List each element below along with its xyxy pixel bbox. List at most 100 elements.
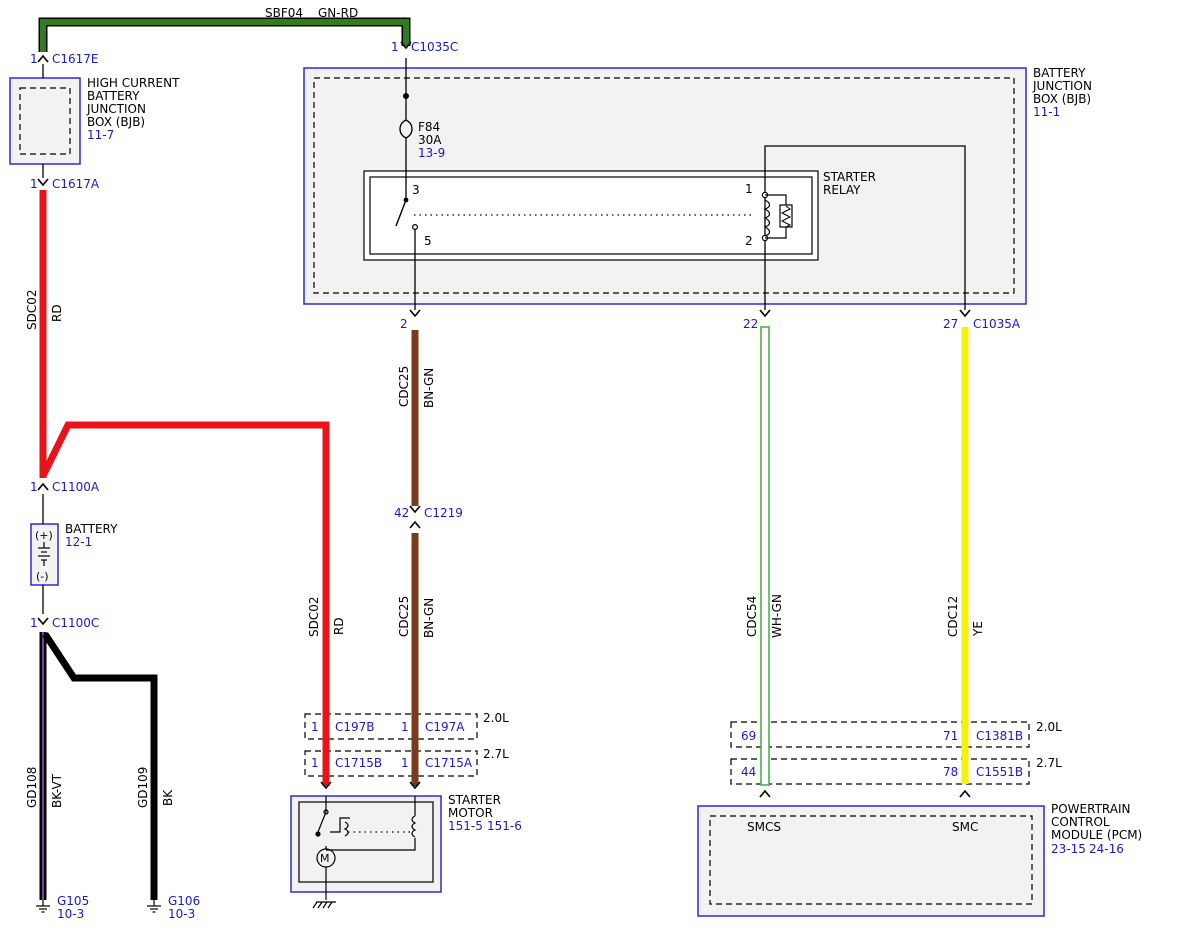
motor-row20-engine: 2.0L: [483, 711, 509, 725]
starter-motor-ground: [312, 901, 336, 909]
c1617a-name: C1617A: [52, 177, 100, 191]
pcm-ref-2: 24-16: [1089, 842, 1124, 856]
c1035a-pin-2: 2: [400, 317, 408, 331]
starter-motor-m: M: [320, 852, 330, 865]
cdc25-lower-color: BN-GN: [422, 598, 436, 638]
bjb-label-3: BOX (BJB): [1033, 92, 1091, 106]
c1219-pin: 42: [394, 506, 409, 520]
fuse-node: [403, 93, 409, 99]
fuse-ref: 13-9: [418, 146, 445, 160]
gd108-color: BK-VT: [50, 773, 64, 808]
starter-motor-label-1: STARTER: [448, 793, 501, 807]
chevron-c1035c: [400, 41, 412, 50]
pcm-conn-2-0-box: [730, 721, 1030, 748]
hcbjb-inner: [19, 87, 71, 155]
chevron-c1035a-2: [409, 309, 421, 318]
sdc02-lower-color: RD: [332, 617, 346, 635]
battery-label: BATTERY: [65, 522, 118, 536]
wire-sdc02-branch: [39, 421, 330, 786]
c1100a-pin: 1: [30, 480, 38, 494]
motor-conn-2-7-box: [304, 750, 478, 777]
motor-conn-2-0-box: [304, 713, 478, 740]
wire-sbf04: [38, 17, 411, 52]
sdc02-lower-circuit: SDC02: [307, 596, 321, 637]
motor-row27-name-a: C1715B: [335, 756, 382, 770]
hcbjb-label-1: HIGH CURRENT: [87, 76, 180, 90]
sbf04-circuit-label: SBF04: [265, 6, 303, 20]
pcm-row20-name: C1381B: [976, 729, 1023, 743]
chevron-c1219-top: [409, 505, 421, 514]
motor-row20-name-b: C197A: [425, 720, 465, 734]
sdc02-upper-circuit: SDC02: [25, 289, 39, 330]
relay-label-2: RELAY: [823, 183, 861, 197]
gd108-circuit: GD108: [25, 767, 39, 808]
gd109-color: BK: [161, 789, 175, 806]
wire-sbf04-core: [40, 19, 409, 52]
pcm-label-1: POWERTRAIN: [1051, 802, 1131, 816]
wire-gd109: [42, 632, 158, 900]
cdc25-upper-color: BN-GN: [422, 368, 436, 408]
c1100a-name: C1100A: [52, 480, 100, 494]
pcm-row27-name: C1551B: [976, 765, 1023, 779]
pcm-row20-pin-a: 69: [741, 729, 756, 743]
starter-motor-internals: [315, 796, 417, 900]
sbf04-color-label: GN-RD: [318, 6, 358, 20]
connector-chevrons: [37, 41, 971, 798]
pcm-pin-smc: SMC: [952, 820, 978, 834]
pcm-row27-pin-a: 44: [741, 765, 756, 779]
chevron-pcm-smcs: [759, 789, 771, 798]
cdc25-upper-circuit: CDC25: [397, 366, 411, 407]
cdc25-lower-circuit: CDC25: [397, 596, 411, 637]
motor-row27-pin-a: 1: [311, 756, 319, 770]
motor-row27-engine: 2.7L: [483, 747, 509, 761]
battery-neg: (-): [36, 570, 49, 583]
c1617e-pin: 1: [30, 52, 38, 66]
motor-row20-name-a: C197B: [335, 720, 375, 734]
battery-pos: (+): [35, 529, 53, 542]
hcbjb-label-3: JUNCTION: [86, 102, 146, 116]
chevron-c1617e: [37, 54, 49, 63]
fuse-name: F84: [418, 120, 440, 134]
pcm-ref-1: 23-15: [1051, 842, 1086, 856]
fuse-rating: 30A: [418, 133, 442, 147]
battery-box: [30, 523, 59, 586]
gd109-circuit: GD109: [136, 767, 150, 808]
relay-resistor-zigzag: [780, 205, 792, 228]
motor-row20-pin-b: 1: [401, 720, 409, 734]
hcbjb-label-4: BOX (BJB): [87, 115, 145, 129]
c1219-name: C1219: [424, 506, 463, 520]
pcm-conn-2-7-box: [730, 758, 1030, 785]
chevron-motor-sdc02: [320, 781, 332, 790]
g106-ref: 10-3: [168, 907, 195, 921]
pcm-pin-smcs: SMCS: [747, 820, 781, 834]
starter-relay-inner: [369, 176, 813, 255]
bjb-label-2: JUNCTION: [1032, 79, 1092, 93]
g106-name: G106: [168, 894, 200, 908]
pcm-row20-engine: 2.0L: [1036, 720, 1062, 734]
bjb-label-1: BATTERY: [1033, 66, 1086, 80]
pcm-label-3: MODULE (PCM): [1051, 828, 1142, 842]
cdc54-circuit: CDC54: [745, 596, 759, 637]
relay-coil-symbol: [763, 199, 771, 237]
motor-row27-pin-b: 1: [401, 756, 409, 770]
relay-pin-3: 3: [412, 183, 420, 197]
starter-motor-inner: [298, 801, 434, 883]
hcbjb-box: [9, 77, 81, 165]
relay-coil-wire-22: [764, 145, 966, 310]
cdc12-color: YE: [971, 621, 985, 637]
g105-name: G105: [57, 894, 89, 908]
battery-symbol: [38, 542, 50, 566]
c1035a-name: C1035A: [973, 317, 1021, 331]
sdc02-upper-color: RD: [50, 304, 64, 322]
pcm-row20-pin-b: 71: [943, 729, 958, 743]
battery-ref: 12-1: [65, 535, 92, 549]
starter-motor-label-2: MOTOR: [448, 806, 493, 820]
pcm-label-2: CONTROL: [1051, 815, 1110, 829]
relay-pin-5: 5: [424, 234, 432, 248]
g105-ref: 10-3: [57, 907, 84, 921]
hcbjb-ref: 11-7: [87, 128, 114, 142]
relay-resistor-leads: [765, 194, 787, 239]
starter-motor-ref-2: 151-6: [487, 819, 522, 833]
c1035a-pin-27: 27: [943, 317, 958, 331]
